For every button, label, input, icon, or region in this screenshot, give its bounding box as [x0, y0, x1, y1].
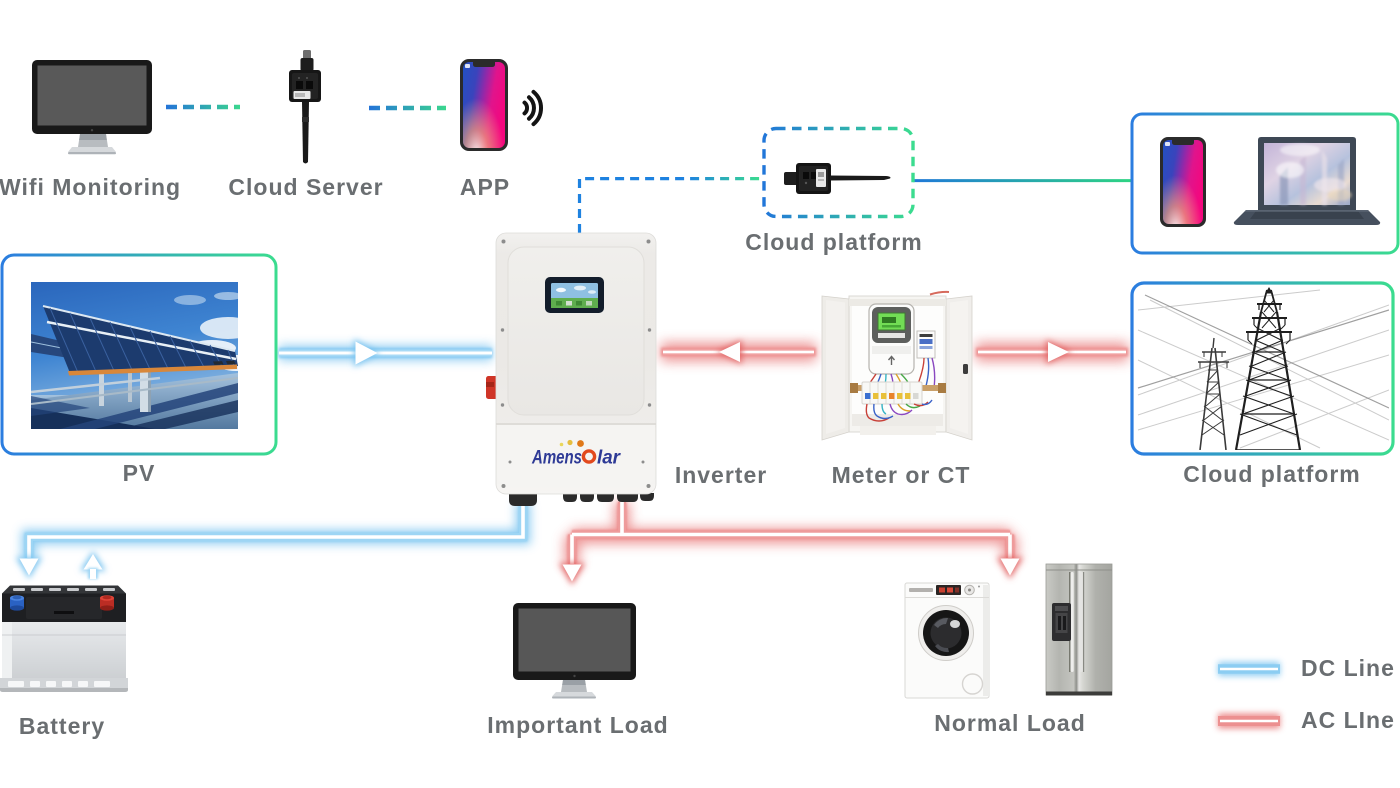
svg-text:Cloud Server: Cloud Server	[228, 174, 383, 200]
svg-text:Cloud platform: Cloud platform	[1183, 461, 1361, 487]
svg-text:Amens: Amens	[531, 448, 582, 469]
svg-text:Wifi Monitoring: Wifi Monitoring	[0, 174, 181, 200]
svg-text:APP: APP	[460, 174, 510, 200]
svg-text:Battery: Battery	[19, 713, 105, 739]
svg-text:AC LIne: AC LIne	[1301, 707, 1395, 733]
svg-text:Normal Load: Normal Load	[934, 710, 1086, 736]
svg-text:Important Load: Important Load	[487, 712, 668, 738]
svg-text:PV: PV	[123, 460, 156, 486]
svg-text:DC Line: DC Line	[1301, 655, 1395, 681]
svg-text:Cloud platform: Cloud platform	[745, 229, 923, 255]
svg-text:Meter or CT: Meter or CT	[832, 462, 971, 488]
svg-text:lar: lar	[597, 448, 622, 469]
svg-text:Inverter: Inverter	[675, 462, 767, 488]
